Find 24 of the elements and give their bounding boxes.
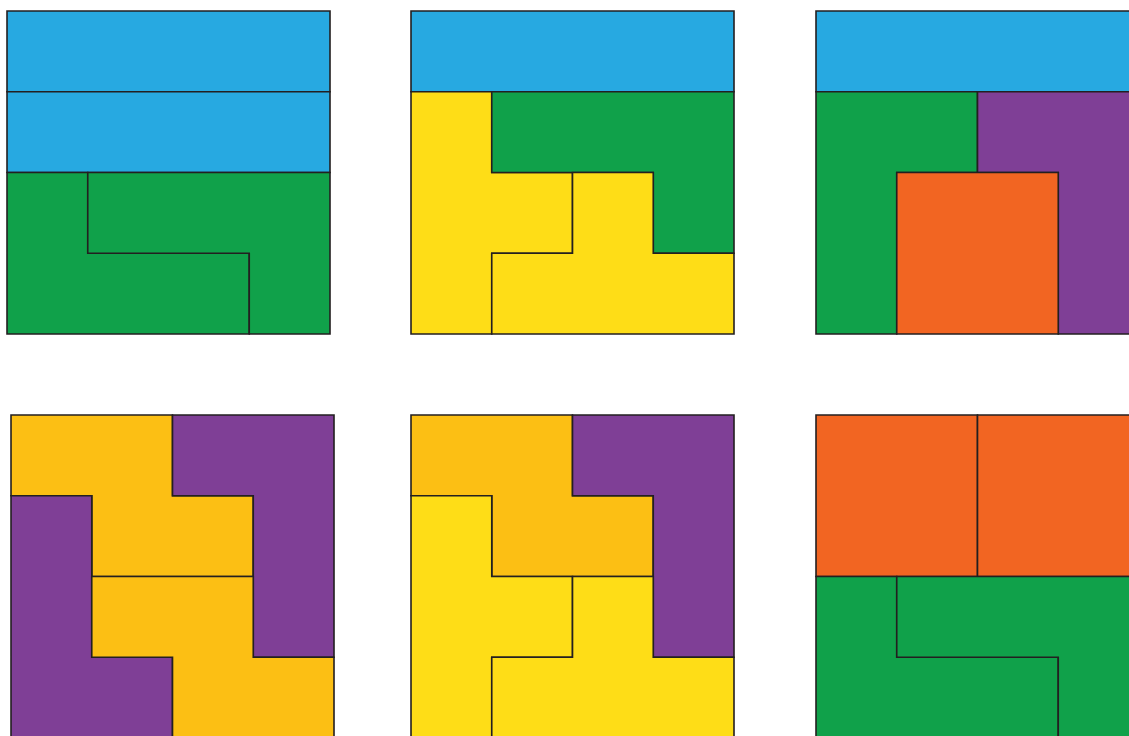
tetromino-piece	[815, 575, 1060, 736]
tetromino-piece	[410, 414, 655, 578]
tetromino-piece	[10, 494, 174, 736]
tetromino-piece	[815, 90, 979, 335]
tetromino-piece	[410, 494, 574, 736]
tetromino-piece	[815, 10, 1129, 93]
tetromino-piece	[6, 10, 331, 93]
tetromino-piece	[6, 90, 331, 174]
tetromino-piece	[410, 10, 735, 93]
tetromino-piece	[90, 575, 335, 736]
tetromino-piece	[976, 90, 1129, 335]
tetromino-piece	[490, 171, 735, 335]
tetromino-piece	[815, 414, 979, 578]
tetromino-piece	[410, 90, 574, 335]
tetromino-piece	[6, 171, 251, 335]
tetromino-piece	[10, 414, 255, 578]
tetromino-piece	[86, 171, 331, 335]
tetromino-piece	[976, 414, 1129, 578]
tetromino-piece	[895, 575, 1129, 736]
tetromino-piece	[895, 171, 1060, 335]
tetromino-piece	[490, 575, 735, 736]
tetromino-piece	[490, 90, 735, 255]
tetromino-piece	[171, 414, 335, 659]
tetromino-piece	[571, 414, 735, 659]
